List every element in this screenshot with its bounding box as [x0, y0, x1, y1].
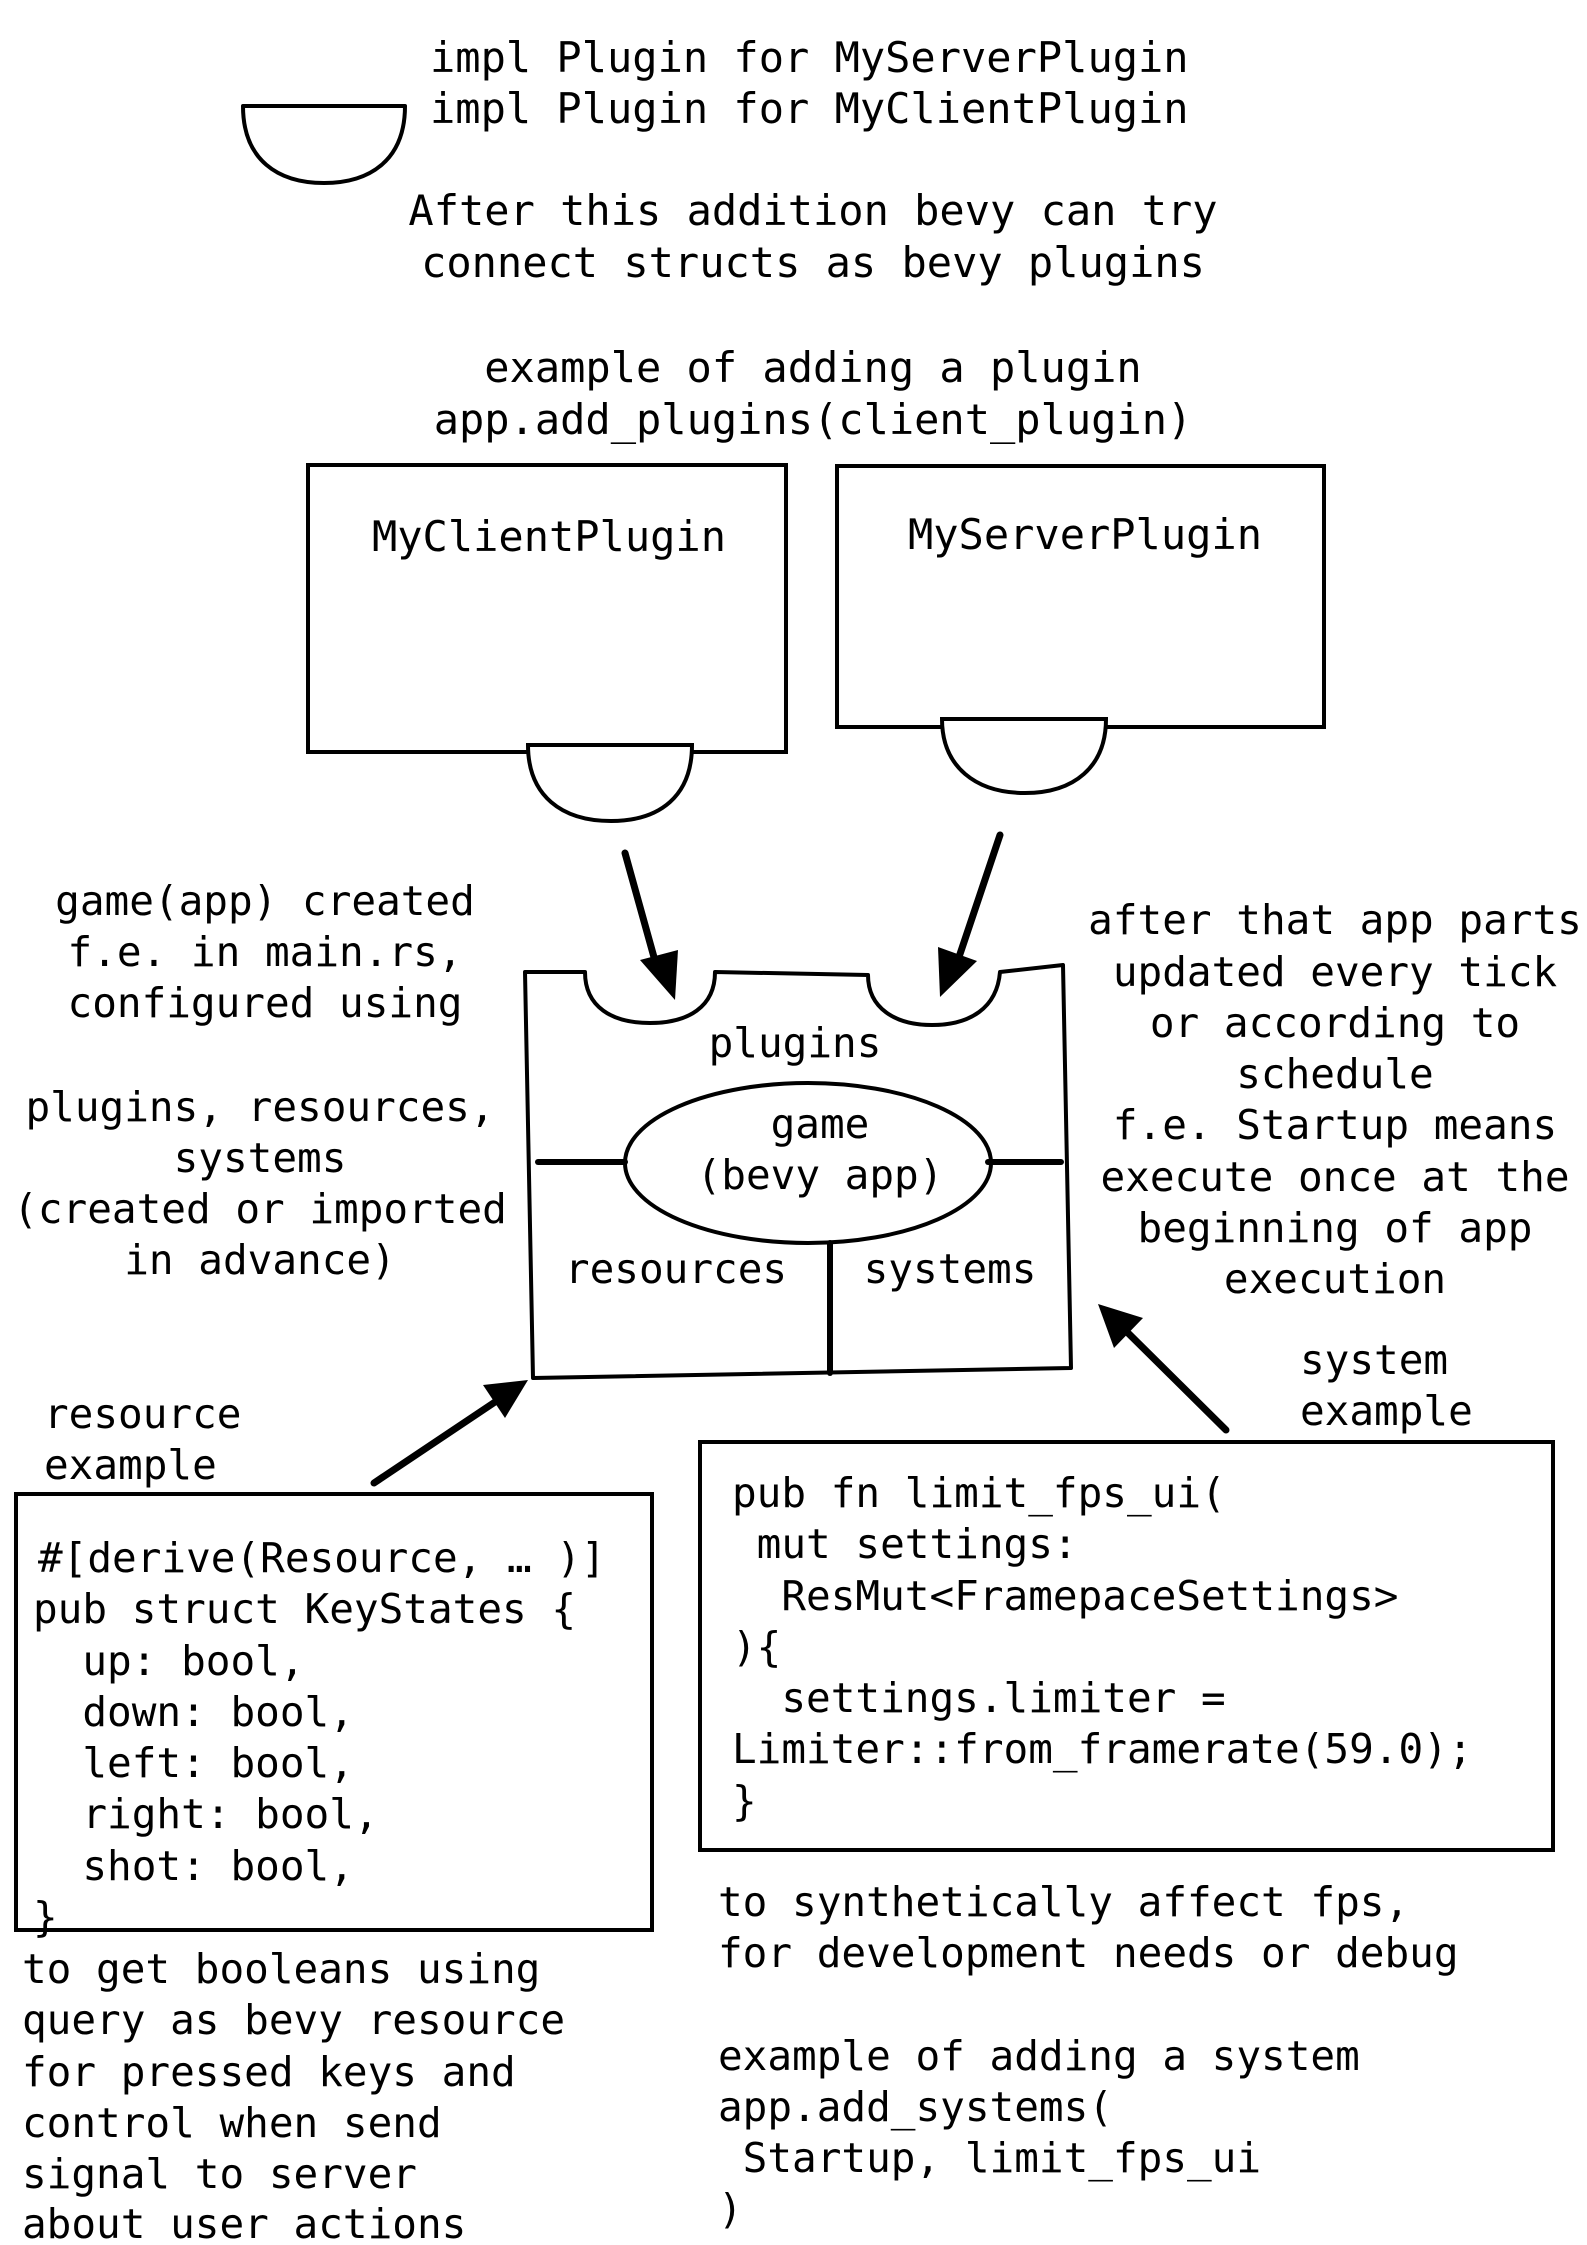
- system-example-line: Startup, limit_fps_ui: [718, 2134, 1261, 2182]
- plugin-connector-shape: [241, 104, 407, 185]
- plugin-example-line: app.add_plugins(client_plugin): [434, 395, 1193, 444]
- system-caption: system: [1300, 1336, 1448, 1384]
- resource-note-line: about user actions: [22, 2200, 466, 2245]
- code-line: ){: [732, 1623, 781, 1671]
- plugin-note-line: connect structs as bevy plugins: [421, 238, 1205, 287]
- right-note-line: after that app parts: [1088, 896, 1582, 944]
- server-plugin-connector: [939, 717, 1109, 796]
- system-to-app-arrow: [1098, 1304, 1230, 1434]
- system-code-box: [698, 1440, 1555, 1852]
- game-core-label: (bevy app): [697, 1151, 944, 1199]
- system-example-line: app.add_systems(: [718, 2083, 1113, 2131]
- resource-caption: example: [44, 1441, 217, 1489]
- game-core-ellipse: [623, 1081, 993, 1245]
- code-line: #[derive(Resource, … )]: [38, 1534, 606, 1582]
- right-note-line: execute once at the: [1101, 1153, 1570, 1201]
- left-note-line: configured using: [68, 979, 463, 1027]
- resource-code-box: [14, 1492, 654, 1932]
- game-core-label: game: [771, 1100, 870, 1148]
- impl-line: impl Plugin for MyServerPlugin: [430, 33, 1189, 82]
- resource-note-line: query as bevy resource: [22, 1996, 565, 2044]
- system-note-line: to synthetically affect fps,: [718, 1878, 1409, 1926]
- right-note-line: beginning of app: [1138, 1204, 1533, 1252]
- server-plugin-label: MyServerPlugin: [908, 510, 1262, 559]
- code-line: left: bool,: [33, 1739, 354, 1787]
- right-note-line: schedule: [1236, 1050, 1433, 1098]
- code-line: ResMut<FramepaceSettings>: [732, 1572, 1398, 1620]
- system-code-block: pub fn limit_fps_ui( mut settings: ResMu…: [732, 1469, 1473, 1825]
- code-line: pub struct KeyStates {: [33, 1585, 576, 1633]
- code-line: Limiter::from_framerate(59.0);: [732, 1725, 1473, 1773]
- right-note-line: updated every tick: [1113, 948, 1558, 996]
- code-line: right: bool,: [33, 1790, 379, 1838]
- resource-note-line: for pressed keys and: [22, 2048, 516, 2096]
- plugin-example-line: example of adding a plugin: [484, 343, 1141, 392]
- game-app-block: plugins game (bevy app) resources system…: [523, 963, 1073, 1380]
- right-note-line: or according to: [1150, 999, 1520, 1047]
- code-line: up: bool,: [33, 1637, 305, 1685]
- resource-code-block: #[derive(Resource, … )] pub struct KeySt…: [33, 1534, 606, 1941]
- system-example-line: example of adding a system: [718, 2032, 1360, 2080]
- resource-caption: resource: [44, 1390, 241, 1438]
- system-note-line: for development needs or debug: [718, 1929, 1459, 1977]
- resources-label: resources: [565, 1245, 787, 1293]
- code-line: }: [732, 1777, 757, 1825]
- client-plugin-label: MyClientPlugin: [372, 512, 726, 561]
- code-line: settings.limiter =: [732, 1674, 1226, 1722]
- client-plugin-box: MyClientPlugin: [306, 463, 788, 824]
- right-note-line: execution: [1224, 1255, 1446, 1303]
- resource-note-line: to get booleans using: [22, 1945, 540, 1993]
- left-note-line: (created or imported: [13, 1185, 507, 1233]
- code-line: shot: bool,: [33, 1842, 354, 1890]
- code-line: pub fn limit_fps_ui(: [732, 1469, 1226, 1517]
- left-note-line: in advance): [124, 1236, 396, 1284]
- code-line: down: bool,: [33, 1688, 354, 1736]
- impl-line: impl Plugin for MyClientPlugin: [430, 84, 1189, 133]
- system-caption: example: [1300, 1387, 1473, 1435]
- left-note-line: game(app) created: [55, 877, 475, 925]
- code-line: }: [33, 1893, 58, 1941]
- client-to-app-arrow: [621, 849, 678, 1000]
- server-plugin-box: MyServerPlugin: [835, 464, 1326, 796]
- resource-note-line: control when send: [22, 2099, 442, 2147]
- right-note-line: f.e. Startup means: [1113, 1101, 1557, 1149]
- server-to-app-arrow: [938, 831, 1004, 997]
- client-plugin-connector: [525, 743, 695, 824]
- resource-to-app-arrow: [370, 1380, 528, 1487]
- left-note-line: systems: [174, 1134, 347, 1182]
- left-note-line: f.e. in main.rs,: [68, 928, 463, 976]
- code-line: mut settings:: [732, 1520, 1078, 1568]
- plugins-label: plugins: [709, 1019, 882, 1067]
- plugin-note-line: After this addition bevy can try: [408, 186, 1217, 235]
- system-example-line: ): [718, 2185, 743, 2233]
- resource-note-line: signal to server: [22, 2150, 417, 2198]
- left-note-line: plugins, resources,: [26, 1083, 495, 1131]
- systems-label: systems: [864, 1245, 1037, 1293]
